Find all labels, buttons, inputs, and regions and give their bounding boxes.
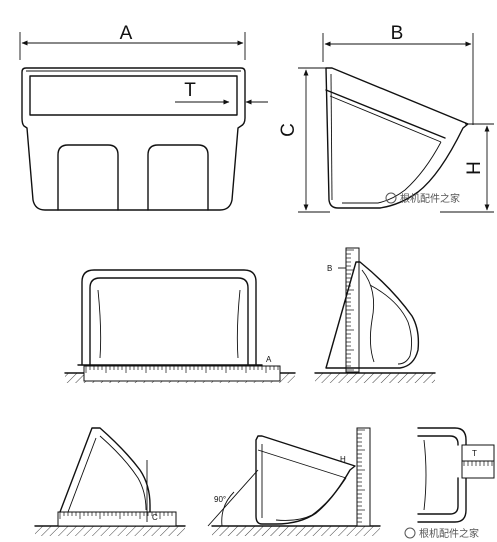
side-view-bucket: B C H — [278, 23, 494, 213]
ruler-c — [57, 511, 177, 527]
label-angle: 90° — [214, 495, 226, 504]
front-view-inner-lip — [29, 75, 238, 116]
front-view-body — [21, 67, 246, 211]
measure-c-view: C — [34, 427, 186, 536]
ruler-b-vertical — [345, 247, 360, 373]
measure-h-view: H 90° — [207, 427, 381, 536]
measure-a-bucket-outer — [81, 269, 257, 366]
label-c: C — [278, 123, 299, 137]
watermark-text-top: 根机配件之家 — [400, 192, 460, 205]
ruler-a — [83, 365, 281, 382]
watermark-logo-icon — [404, 527, 416, 539]
label-b-small: B — [327, 264, 332, 273]
watermark-logo-icon — [385, 192, 397, 204]
side-view-top-lip-line — [325, 89, 446, 139]
measure-h-bucket-outline — [255, 435, 356, 525]
watermark-text-bottom: 根机配件之家 — [419, 527, 479, 540]
measure-a-view: A — [64, 269, 296, 383]
measure-c-bucket-outline — [59, 427, 151, 513]
label-a-small: A — [266, 355, 272, 364]
measure-t-section-outer — [417, 427, 467, 523]
measure-b-view: B — [314, 247, 436, 383]
watermark-top: 根机配件之家 — [385, 192, 460, 205]
label-a: A — [120, 23, 133, 44]
label-t-small: T — [472, 449, 477, 458]
measure-t-view: T — [417, 427, 495, 523]
label-b: B — [391, 23, 404, 44]
label-t: T — [184, 80, 196, 101]
ruler-h-vertical — [356, 427, 371, 527]
label-h: H — [464, 161, 485, 175]
measure-b-bucket-outline — [325, 261, 420, 369]
front-view-bucket: A T — [19, 23, 268, 211]
front-view-tooth-left — [57, 144, 119, 211]
front-view-tooth-right — [147, 144, 209, 211]
side-view-outline — [325, 67, 469, 209]
ruler-t — [461, 444, 495, 479]
watermark-bottom: 根机配件之家 — [404, 527, 479, 540]
label-h-small: H — [340, 455, 346, 464]
label-c-small: C — [152, 513, 158, 522]
angle-arc — [221, 491, 235, 527]
